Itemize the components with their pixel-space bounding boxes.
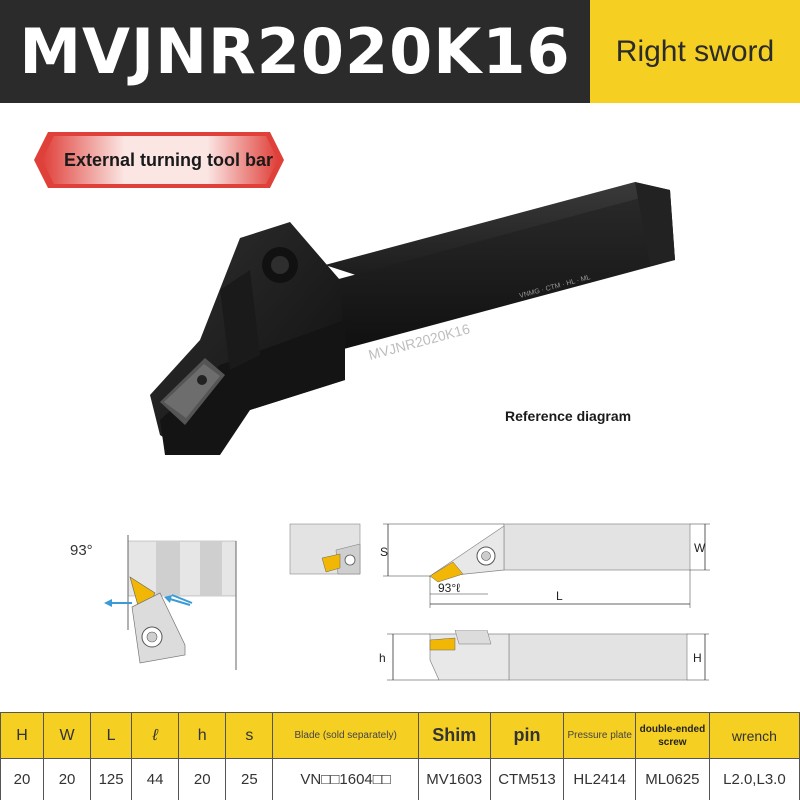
header: MVJNR2020K16 Right sword: [0, 0, 800, 103]
header-cell-L: L: [90, 712, 133, 759]
page-title: MVJNR2020K16: [19, 15, 571, 88]
cell-h: 20: [178, 758, 227, 800]
header-cell-blade: Blade (sold separately): [272, 712, 419, 759]
header-cell-l: ℓ: [131, 712, 180, 759]
table-header-row: H W L ℓ h s Blade (sold separately) Shim…: [0, 712, 800, 759]
header-cell-h: h: [178, 712, 227, 759]
cell-H: 20: [0, 758, 45, 800]
cell-shim: MV1603: [417, 758, 491, 800]
top-view-dimension-diagram: S W L 93°ℓ: [380, 523, 710, 608]
header-cell-wrench: wrench: [708, 712, 800, 759]
tag-label: External turning tool bar: [64, 149, 274, 170]
cell-blade: VN□□1604□□: [272, 758, 419, 800]
header-cell-W: W: [43, 712, 92, 759]
header-cell-screw: double-ended screw: [635, 712, 710, 759]
angle-right-label: 93°ℓ: [438, 581, 460, 595]
cell-s: 25: [225, 758, 274, 800]
dim-w-label: W: [694, 541, 706, 555]
dim-h-large-label: H: [693, 651, 702, 665]
header-cell-s: s: [225, 712, 274, 759]
cell-pin: CTM513: [489, 758, 565, 800]
table-row: 20 20 125 44 20 25 VN□□1604□□ MV1603 CTM…: [0, 758, 800, 800]
header-cell-pressure-plate: Pressure plate: [563, 712, 637, 759]
dim-s-label: S: [380, 545, 388, 559]
cell-l: 44: [131, 758, 180, 800]
dim-l-label: L: [556, 589, 563, 603]
header-cell-H: H: [0, 712, 45, 759]
cell-W: 20: [43, 758, 92, 800]
dim-h-small-label: h: [379, 651, 386, 665]
header-cell-pin: pin: [489, 712, 565, 759]
header-cell-shim: Shim: [417, 712, 491, 759]
category-tag: External turning tool bar: [34, 132, 284, 188]
header-subtitle-panel: Right sword: [590, 0, 800, 103]
cell-pressure-plate: HL2414: [563, 758, 637, 800]
reference-diagram-caption: Reference diagram: [505, 408, 632, 424]
tag-arrow-shape: [34, 132, 284, 188]
cutting-angle-diagram: 93°: [70, 535, 237, 670]
specification-table: H W L ℓ h s Blade (sold separately) Shim…: [0, 712, 800, 800]
page-subtitle: Right sword: [615, 34, 775, 68]
cell-L: 125: [90, 758, 133, 800]
cell-screw: ML0625: [635, 758, 710, 800]
side-view-diagram: [289, 523, 361, 575]
tool-holder-image: MVJNR2020K16 VNMG · CTM · HL · ML: [150, 182, 675, 455]
front-view-dimension-diagram: h H: [379, 630, 709, 681]
angle-left-label: 93°: [70, 542, 93, 559]
header-title-panel: MVJNR2020K16: [0, 0, 590, 103]
cell-wrench: L2.0,L3.0: [708, 758, 800, 800]
